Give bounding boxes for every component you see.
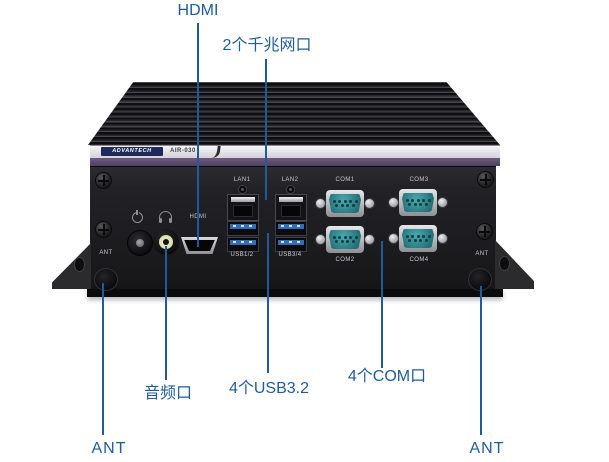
screw-icon	[477, 171, 494, 188]
callout-hdmi: HDMI	[177, 2, 219, 19]
com2-label: COM2	[335, 257, 355, 263]
callout-ant-right: ANT	[469, 440, 505, 457]
ant-hole-left	[94, 268, 118, 291]
headset-icon	[159, 211, 172, 223]
hdmi-port-inner	[184, 239, 215, 251]
screw-icon	[95, 172, 112, 189]
mount-ear-left	[52, 243, 91, 289]
callout-ant-left: ANT	[91, 440, 127, 457]
ear-slot-left	[74, 257, 85, 272]
ant-left-panel-label: ANT	[99, 250, 113, 256]
com1-label: COM1	[335, 177, 355, 183]
callout-line-ant-right	[480, 286, 482, 435]
callout-line-hdmi	[197, 23, 199, 247]
callout-lan: 2个千兆网口	[222, 37, 312, 54]
ant-right-panel-label: ANT	[475, 251, 489, 257]
hdmi-port	[181, 237, 218, 254]
usb12-label: USB1/2	[230, 252, 254, 258]
callout-line-ant-left	[102, 283, 104, 435]
audio-jack-hole	[163, 239, 169, 245]
usb-port-1	[227, 221, 259, 236]
com4-port	[388, 224, 448, 253]
callout-com: 4个COM口	[347, 368, 427, 385]
lan2-port	[275, 194, 307, 221]
model-text: AIR-030	[170, 148, 196, 154]
com1-port	[315, 189, 375, 218]
lan1-led	[238, 185, 247, 194]
com3-label: COM3	[409, 177, 429, 183]
usb34-label: USB3/4	[278, 252, 302, 258]
callout-line-audio	[165, 246, 167, 380]
power-button	[127, 230, 153, 256]
screw-icon	[95, 221, 112, 238]
lan2-led	[286, 185, 295, 194]
lan1-port	[227, 194, 259, 221]
lan2-label: LAN2	[281, 177, 299, 183]
com2-port	[315, 225, 375, 254]
callout-line-usb	[267, 233, 269, 373]
chassis-bottom-edge	[87, 289, 503, 297]
usb-port-4	[275, 237, 307, 252]
usb-port-2	[227, 237, 259, 252]
callout-usb: 4个USB3.2	[228, 380, 310, 397]
callout-line-lan	[265, 59, 267, 200]
com4-label: COM4	[409, 257, 429, 263]
usb-port-3	[275, 221, 307, 236]
screw-icon	[476, 223, 493, 240]
callout-line-com	[381, 241, 383, 368]
heatsink-fins	[88, 82, 500, 145]
brand-logo: ADVANTECH	[101, 147, 163, 156]
callout-audio: 音频口	[143, 385, 193, 402]
ear-slot-right	[499, 256, 510, 271]
power-icon	[132, 210, 143, 223]
com3-port	[388, 188, 448, 217]
lan1-label: LAN1	[233, 177, 251, 183]
top-band	[90, 145, 500, 159]
audio-jack-ring	[159, 235, 173, 249]
purple-stripe	[90, 158, 500, 166]
